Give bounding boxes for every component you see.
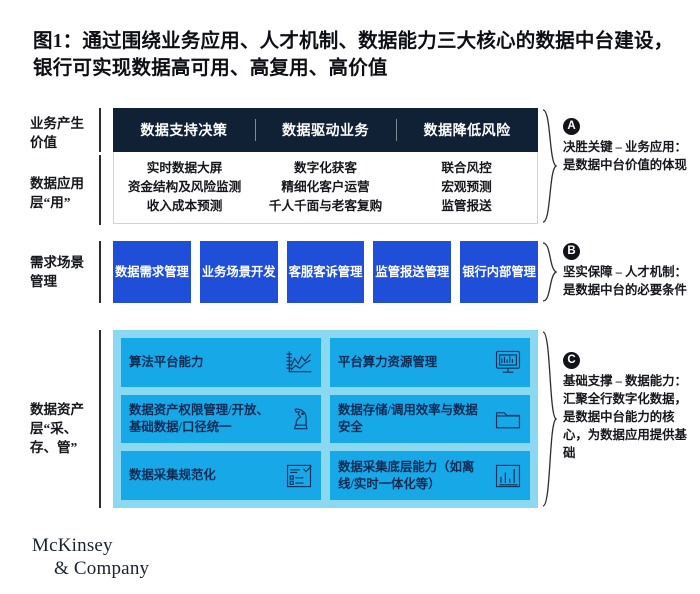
mckinsey-logo: McKinsey & Company <box>32 534 149 580</box>
page-title: 图1：通过围绕业务应用、人才机制、数据能力三大核心的数据中台建设，银行可实现数据… <box>33 31 674 79</box>
bar-chart-icon <box>493 462 523 490</box>
asset-cell[interactable]: 算法平台能力 <box>121 338 321 387</box>
demand-box[interactable]: 监管报送管理 <box>373 241 452 303</box>
application-item: 收入成本预测 <box>146 199 223 213</box>
logo-line-1: McKinsey <box>32 535 113 556</box>
value-segment-3: 数据降低风险 <box>396 120 538 140</box>
application-item: 宏观预测 <box>441 180 492 194</box>
asset-cell[interactable]: 数据资产权限管理/开放、基础数据/口径统一 <box>121 394 321 444</box>
asset-cell-label: 数据资产权限管理/开放、基础数据/口径统一 <box>129 403 269 434</box>
asset-cell[interactable]: 数据采集规范化 <box>121 451 321 501</box>
application-column-1: 实时数据大屏 资金结构及风险监测 收入成本预测 <box>114 159 255 216</box>
demand-box[interactable]: 银行内部管理 <box>460 241 538 303</box>
asset-row-1: 算法平台能力 平台算力资源管理 <box>121 338 530 387</box>
note-text-c: 基础支撑 – 数据能力：汇聚全行数字化数据，是数据中台能力的核心，为数据应用提供… <box>563 374 687 460</box>
demand-box[interactable]: 客服客诉管理 <box>286 241 365 303</box>
row-label-demand: 需求场景管理 <box>30 255 84 289</box>
value-bar: 数据支持决策 数据驱动业务 数据降低风险 <box>113 108 538 152</box>
divider-application <box>99 155 101 225</box>
asset-panel: 算法平台能力 平台算力资源管理 <box>113 330 538 508</box>
note-badge-c: C <box>563 352 580 369</box>
row-label-value: 业务产生价值 <box>30 116 84 150</box>
application-item: 精细化客户运营 <box>281 180 370 194</box>
chess-knight-icon <box>284 405 314 433</box>
divider-demand <box>99 241 101 303</box>
brace-asset <box>541 330 558 508</box>
asset-cell[interactable]: 平台算力资源管理 <box>330 338 530 387</box>
demand-box[interactable]: 数据需求管理 <box>113 241 191 303</box>
logo-line-2: & Company <box>54 558 150 579</box>
brace-demand <box>541 241 558 303</box>
application-item: 千人千面与老客复购 <box>268 199 383 213</box>
demand-row: 数据需求管理 业务场景开发 客服客诉管理 监管报送管理 银行内部管理 <box>113 241 538 303</box>
asset-cell-label: 数据采集底层能力（如离线/实时一体化等） <box>338 459 475 491</box>
note-badge-b: B <box>563 243 580 260</box>
value-segment-1: 数据支持决策 <box>140 124 228 139</box>
demand-box[interactable]: 业务场景开发 <box>199 241 278 303</box>
asset-cell-label: 数据采集规范化 <box>129 468 216 483</box>
note-text-b: 坚实保障 – 人才机制：是数据中台的必要条件 <box>563 265 687 297</box>
note-a: A 决胜关键 – 业务应用：是数据中台价值的体现 <box>563 118 691 174</box>
divider-asset <box>99 330 101 508</box>
application-item: 实时数据大屏 <box>146 161 223 175</box>
checklist-icon <box>284 462 314 490</box>
asset-cell[interactable]: 数据采集底层能力（如离线/实时一体化等） <box>330 451 530 501</box>
application-item: 资金结构及风险监测 <box>127 180 242 194</box>
note-c: C 基础支撑 – 数据能力：汇聚全行数字化数据，是数据中台能力的核心，为数据应用… <box>563 352 691 462</box>
line-chart-icon <box>284 348 314 376</box>
row-label-application: 数据应用层“用” <box>30 176 84 210</box>
asset-row-2: 数据资产权限管理/开放、基础数据/口径统一 数据存储/调用效率与数据安全 <box>121 394 530 444</box>
monitor-icon <box>493 348 523 376</box>
value-segment-2: 数据驱动业务 <box>255 120 397 140</box>
application-panel: 实时数据大屏 资金结构及风险监测 收入成本预测 数字化获客 精细化客户运营 千人… <box>113 152 538 224</box>
application-item: 联合风控 <box>441 161 492 175</box>
application-column-3: 联合风控 宏观预测 监管报送 <box>396 159 537 216</box>
application-item: 监管报送 <box>441 199 492 213</box>
folder-icon <box>493 405 523 433</box>
application-column-2: 数字化获客 精细化客户运营 千人千面与老客复购 <box>255 159 396 216</box>
asset-cell-label: 算法平台能力 <box>129 354 204 369</box>
note-b: B 坚实保障 – 人才机制：是数据中台的必要条件 <box>563 243 691 299</box>
divider-value <box>99 108 101 152</box>
row-label-asset: 数据资产层“采、存、管” <box>30 402 84 455</box>
asset-row-3: 数据采集规范化 数据采集底层能力（如离线/实时一体化等） <box>121 451 530 501</box>
asset-cell[interactable]: 数据存储/调用效率与数据安全 <box>330 394 530 444</box>
note-text-a: 决胜关键 – 业务应用：是数据中台价值的体现 <box>563 140 687 172</box>
note-badge-a: A <box>563 118 580 135</box>
asset-cell-label: 数据存储/调用效率与数据安全 <box>338 403 478 434</box>
application-item: 数字化获客 <box>294 161 357 175</box>
asset-cell-label: 平台算力资源管理 <box>338 354 438 369</box>
brace-value-application <box>541 108 558 224</box>
